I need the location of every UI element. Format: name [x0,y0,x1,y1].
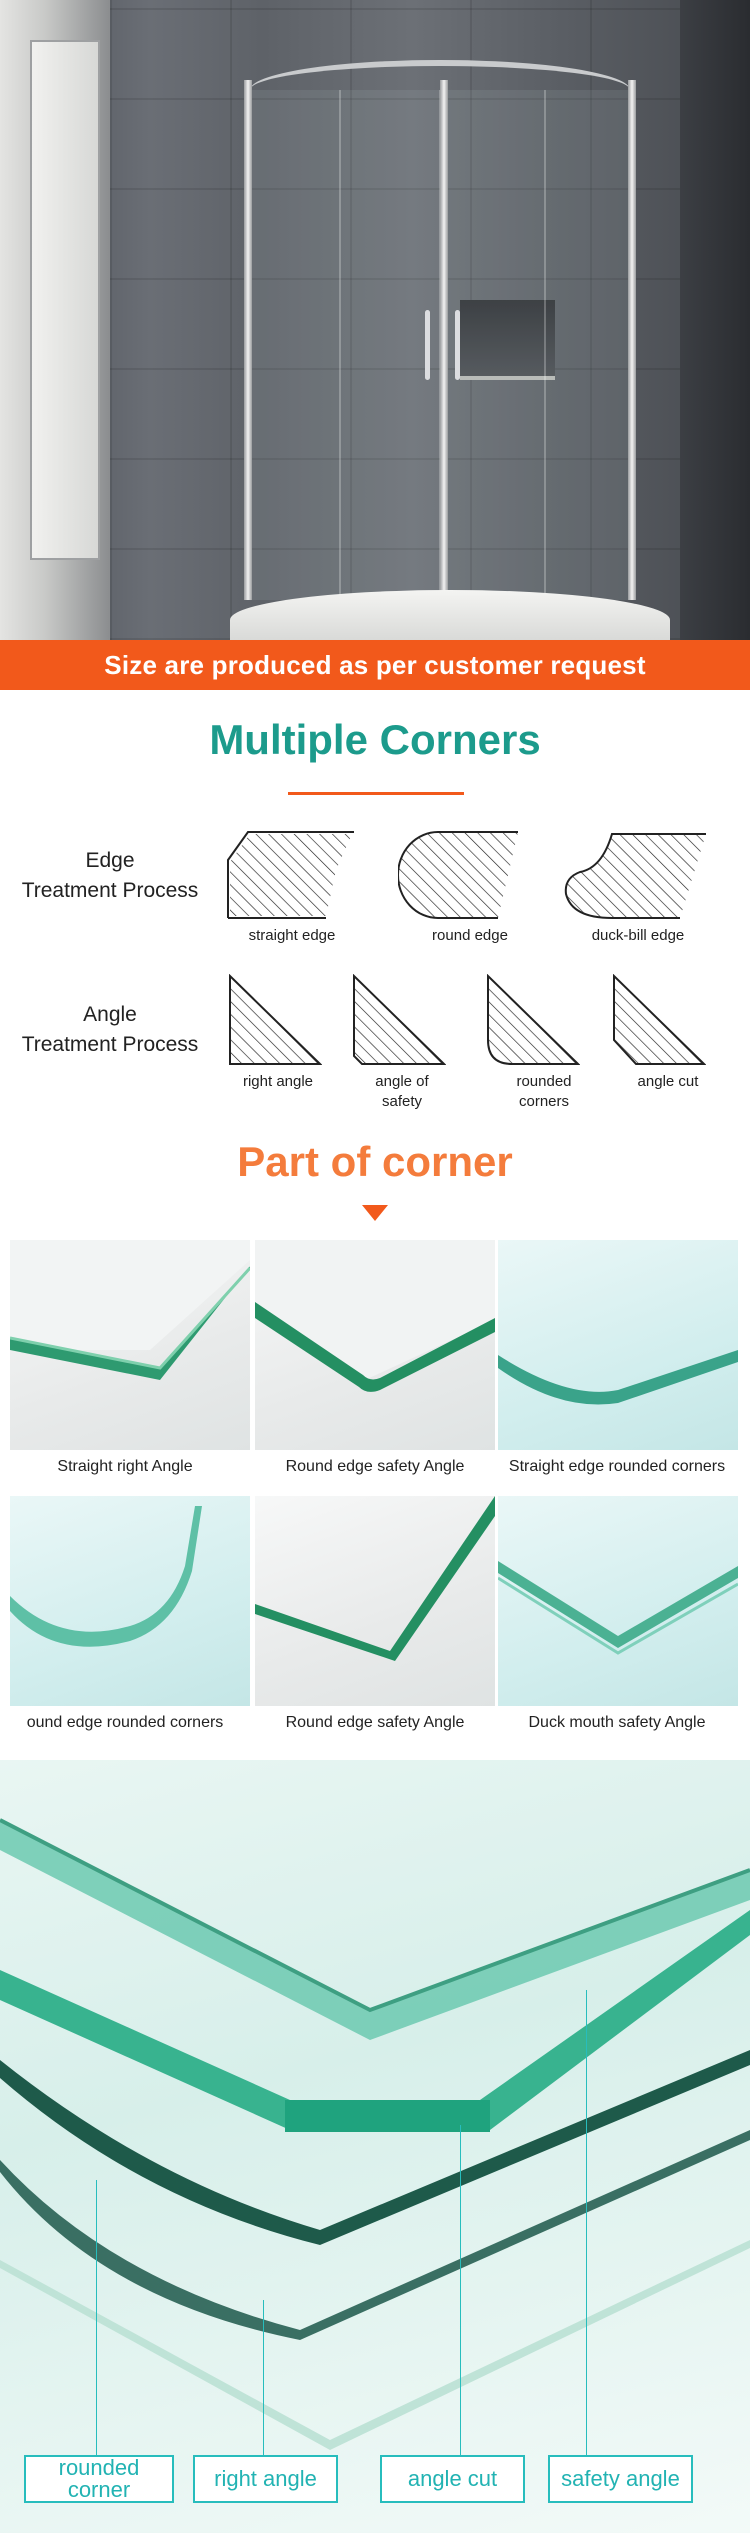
photo-door-handle [425,310,430,380]
caption-tile-2: Round edge safety Angle [285,1458,465,1475]
photo-left-wall [0,0,110,640]
angle-cut-diagram [613,974,706,1065]
leader-angle-cut [460,2125,461,2455]
caption-tile-3: Straight edge rounded corners [508,1458,726,1475]
caption-tile-5: Round edge safety Angle [285,1714,465,1731]
angle-of-safety-diagram [353,974,446,1065]
caption-round-edge: round edge [432,927,508,944]
section-title-multiple-corners: Multiple Corners [209,716,541,763]
edge-process-label: Edge Treatment Process [21,849,199,902]
callout-angle-cut: angle cut [380,2455,525,2503]
photo-straight-right-angle [10,1240,250,1450]
right-angle-diagram [229,974,322,1065]
caption-straight-edge: straight edge [248,927,336,944]
leader-safety-angle [586,1990,587,2455]
angle-process-label: Angle Treatment Process [21,1003,199,1056]
photo-round-edge-safety-angle-2 [255,1496,495,1706]
caption-tile-6: Duck mouth safety Angle [528,1714,706,1731]
straight-edge-diagram [227,831,354,919]
caption-tile-1: Straight right Angle [57,1458,193,1475]
photo-top-rail [250,60,630,90]
glass-corner-stack-photo [0,1760,750,2533]
rounded-corners-diagram [487,974,580,1065]
leader-rounded-corner [96,2180,97,2455]
down-arrow-icon [362,1205,388,1221]
caption-tile-4: ound edge rounded corners [26,1714,224,1731]
callout-rounded-corner: rounded corner [24,2455,174,2503]
round-edge-diagram [398,831,518,919]
caption-right-angle: right angle [242,1073,314,1090]
photo-door-handle [455,310,460,380]
size-banner: Size are produced as per customer reques… [0,640,750,690]
photo-niche-shelf [460,300,555,380]
caption-duck-bill-edge: duck-bill edge [591,927,685,944]
callout-right-angle: right angle [193,2455,338,2503]
photo-round-edge-rounded-corners [10,1496,250,1706]
shower-enclosure-photo [0,0,750,640]
caption-angle-of-safety: angle of safety [375,1073,429,1110]
callout-safety-angle: safety angle [548,2455,693,2503]
photo-tile-wall [110,0,750,640]
photo-duck-mouth-safety-angle [498,1496,738,1706]
caption-rounded-corners: rounded corners [516,1073,572,1110]
title-underline [288,792,464,795]
leader-right-angle [263,2300,264,2455]
photo-round-edge-safety-angle-1 [255,1240,495,1450]
photo-straight-edge-rounded-corners [498,1240,738,1450]
section-title-part-of-corner: Part of corner [237,1138,513,1185]
duck-bill-edge-diagram [564,833,706,919]
caption-angle-cut: angle cut [637,1073,699,1090]
photo-shower-tray [230,590,670,640]
